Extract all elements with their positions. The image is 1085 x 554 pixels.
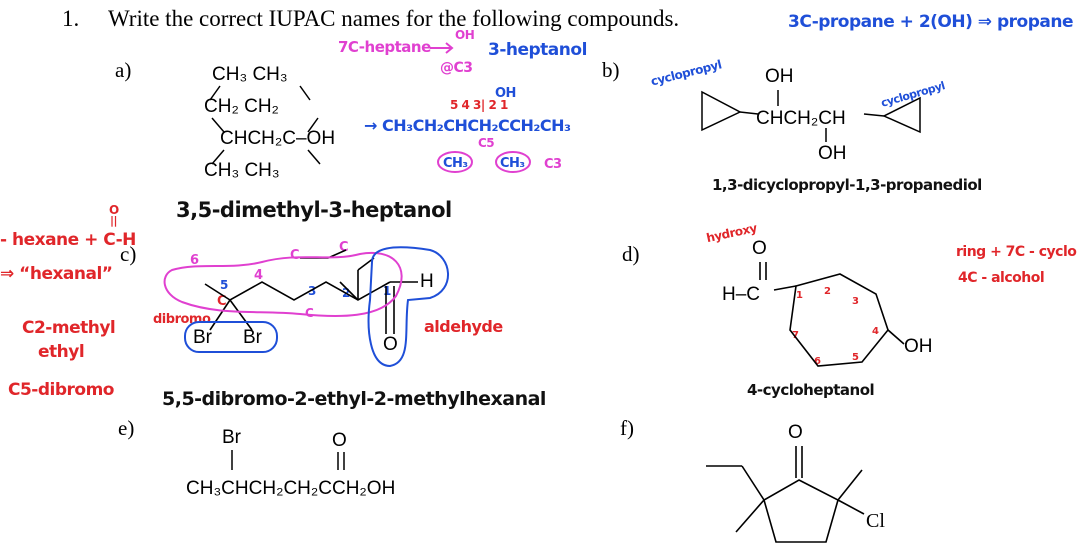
c-note-methyl: C2-methyl [22,318,116,338]
note-propane: 3C-propane + 2(OH) ⇒ propane [788,12,1073,32]
a-row-2: CH₂ CH₂ [204,96,279,117]
answer-a: 3,5-dimethyl-3-heptanol [176,198,452,222]
label-c: c) [120,242,137,266]
c-num-3: 3 [308,284,316,298]
a-row-1: CH₃ CH₃ [212,64,288,85]
b-formula: CHCH₂CH [756,108,846,129]
f-bonds [706,446,865,543]
c-note-hexane: - hexane + C-H [0,230,136,250]
a-annot-arrows [430,42,531,173]
a-sub1: CH₃ [443,156,468,171]
e-br: Br [222,427,241,448]
d-num-7: 7 [792,330,799,341]
c-note-bond: || [110,214,118,227]
d-num-6: 6 [814,356,821,367]
c-lbl-c2: C [339,240,349,255]
f-cl: Cl [866,510,885,532]
b-oh-top: OH [765,66,794,87]
c-lbl-c1: C [290,248,300,263]
a-condensed: → CH₃CH₂CHCH₂CCH₂CH₃ [364,116,571,135]
label-e: e) [118,416,135,440]
d-num-4: 4 [872,326,879,337]
c-br-2: Br [243,327,262,348]
c-br-1: Br [193,327,212,348]
a-bonds [209,85,321,165]
a-row-4: CH₃ CH₃ [204,160,280,181]
c-lbl-c3: C [305,306,314,320]
a-condensed-oh: OH [495,86,516,101]
note-oh: OH [455,28,475,42]
d-hc: H–C [722,284,761,305]
label-a: a) [115,58,132,82]
answer-b: 1,3-dicyclopropyl-1,3-propanediol [712,176,982,194]
b-bonds [701,90,921,142]
c-note-dibromo: C5-dibromo [8,380,114,400]
answer-c: 5,5-dibromo-2-ethyl-2-methylhexanal [162,388,546,410]
c-o: O [383,334,398,355]
c-note-ethyl: ethyl [38,342,85,362]
a-row-3: CHCH₂C–OH [220,128,336,149]
d-note-alcohol: 4C - alcohol [958,270,1045,286]
note-c3: @C3 [440,60,473,76]
c-h: H [420,271,434,292]
f-o: O [788,422,803,443]
d-num-1: 1 [796,290,803,301]
label-d: d) [622,242,640,266]
label-f: f) [620,416,634,440]
question-prompt: Write the correct IUPAC names for the fo… [108,6,680,31]
note-3-heptanol: 3-heptanol [488,40,587,60]
e-o: O [332,430,347,451]
c-annot [163,246,449,368]
e-formula: CH₃CHCH₂CH₂CCH₂OH [186,478,396,499]
a-sub2: CH₃ [500,156,525,171]
c-note-o: O [109,203,119,217]
d-note-ring: ring + 7C - cyclo [956,244,1077,260]
c-num-5: 5 [220,278,228,292]
e-bonds [231,450,345,470]
c-dibromo-tag: dibromo [153,312,211,327]
d-num-2: 2 [824,286,831,297]
c-note-hexanal: ⇒ “hexanal” [0,264,113,284]
c-aldehyde-tag: aldehyde [424,317,503,336]
a-c5: C5 [478,136,495,150]
answer-d: 4-cycloheptanol [747,381,875,399]
c-num-1: 1 [383,284,391,298]
c-num-6: 6 [190,253,199,268]
a-c3: C3 [544,157,562,172]
b-oh-bottom: OH [818,143,847,164]
c-num-4: 4 [254,268,263,283]
label-b: b) [602,58,620,82]
d-oh: OH [904,336,933,357]
c-lbl-c4: C [217,294,227,309]
question-number: 1. [62,6,80,31]
d-num-5: 5 [852,352,859,363]
d-bonds [759,262,905,367]
d-o: O [752,238,767,259]
d-num-3: 3 [852,296,859,307]
a-numbers: 5 4 3| 2 1 [450,98,508,112]
note-heptane: 7C-heptane [338,38,431,56]
